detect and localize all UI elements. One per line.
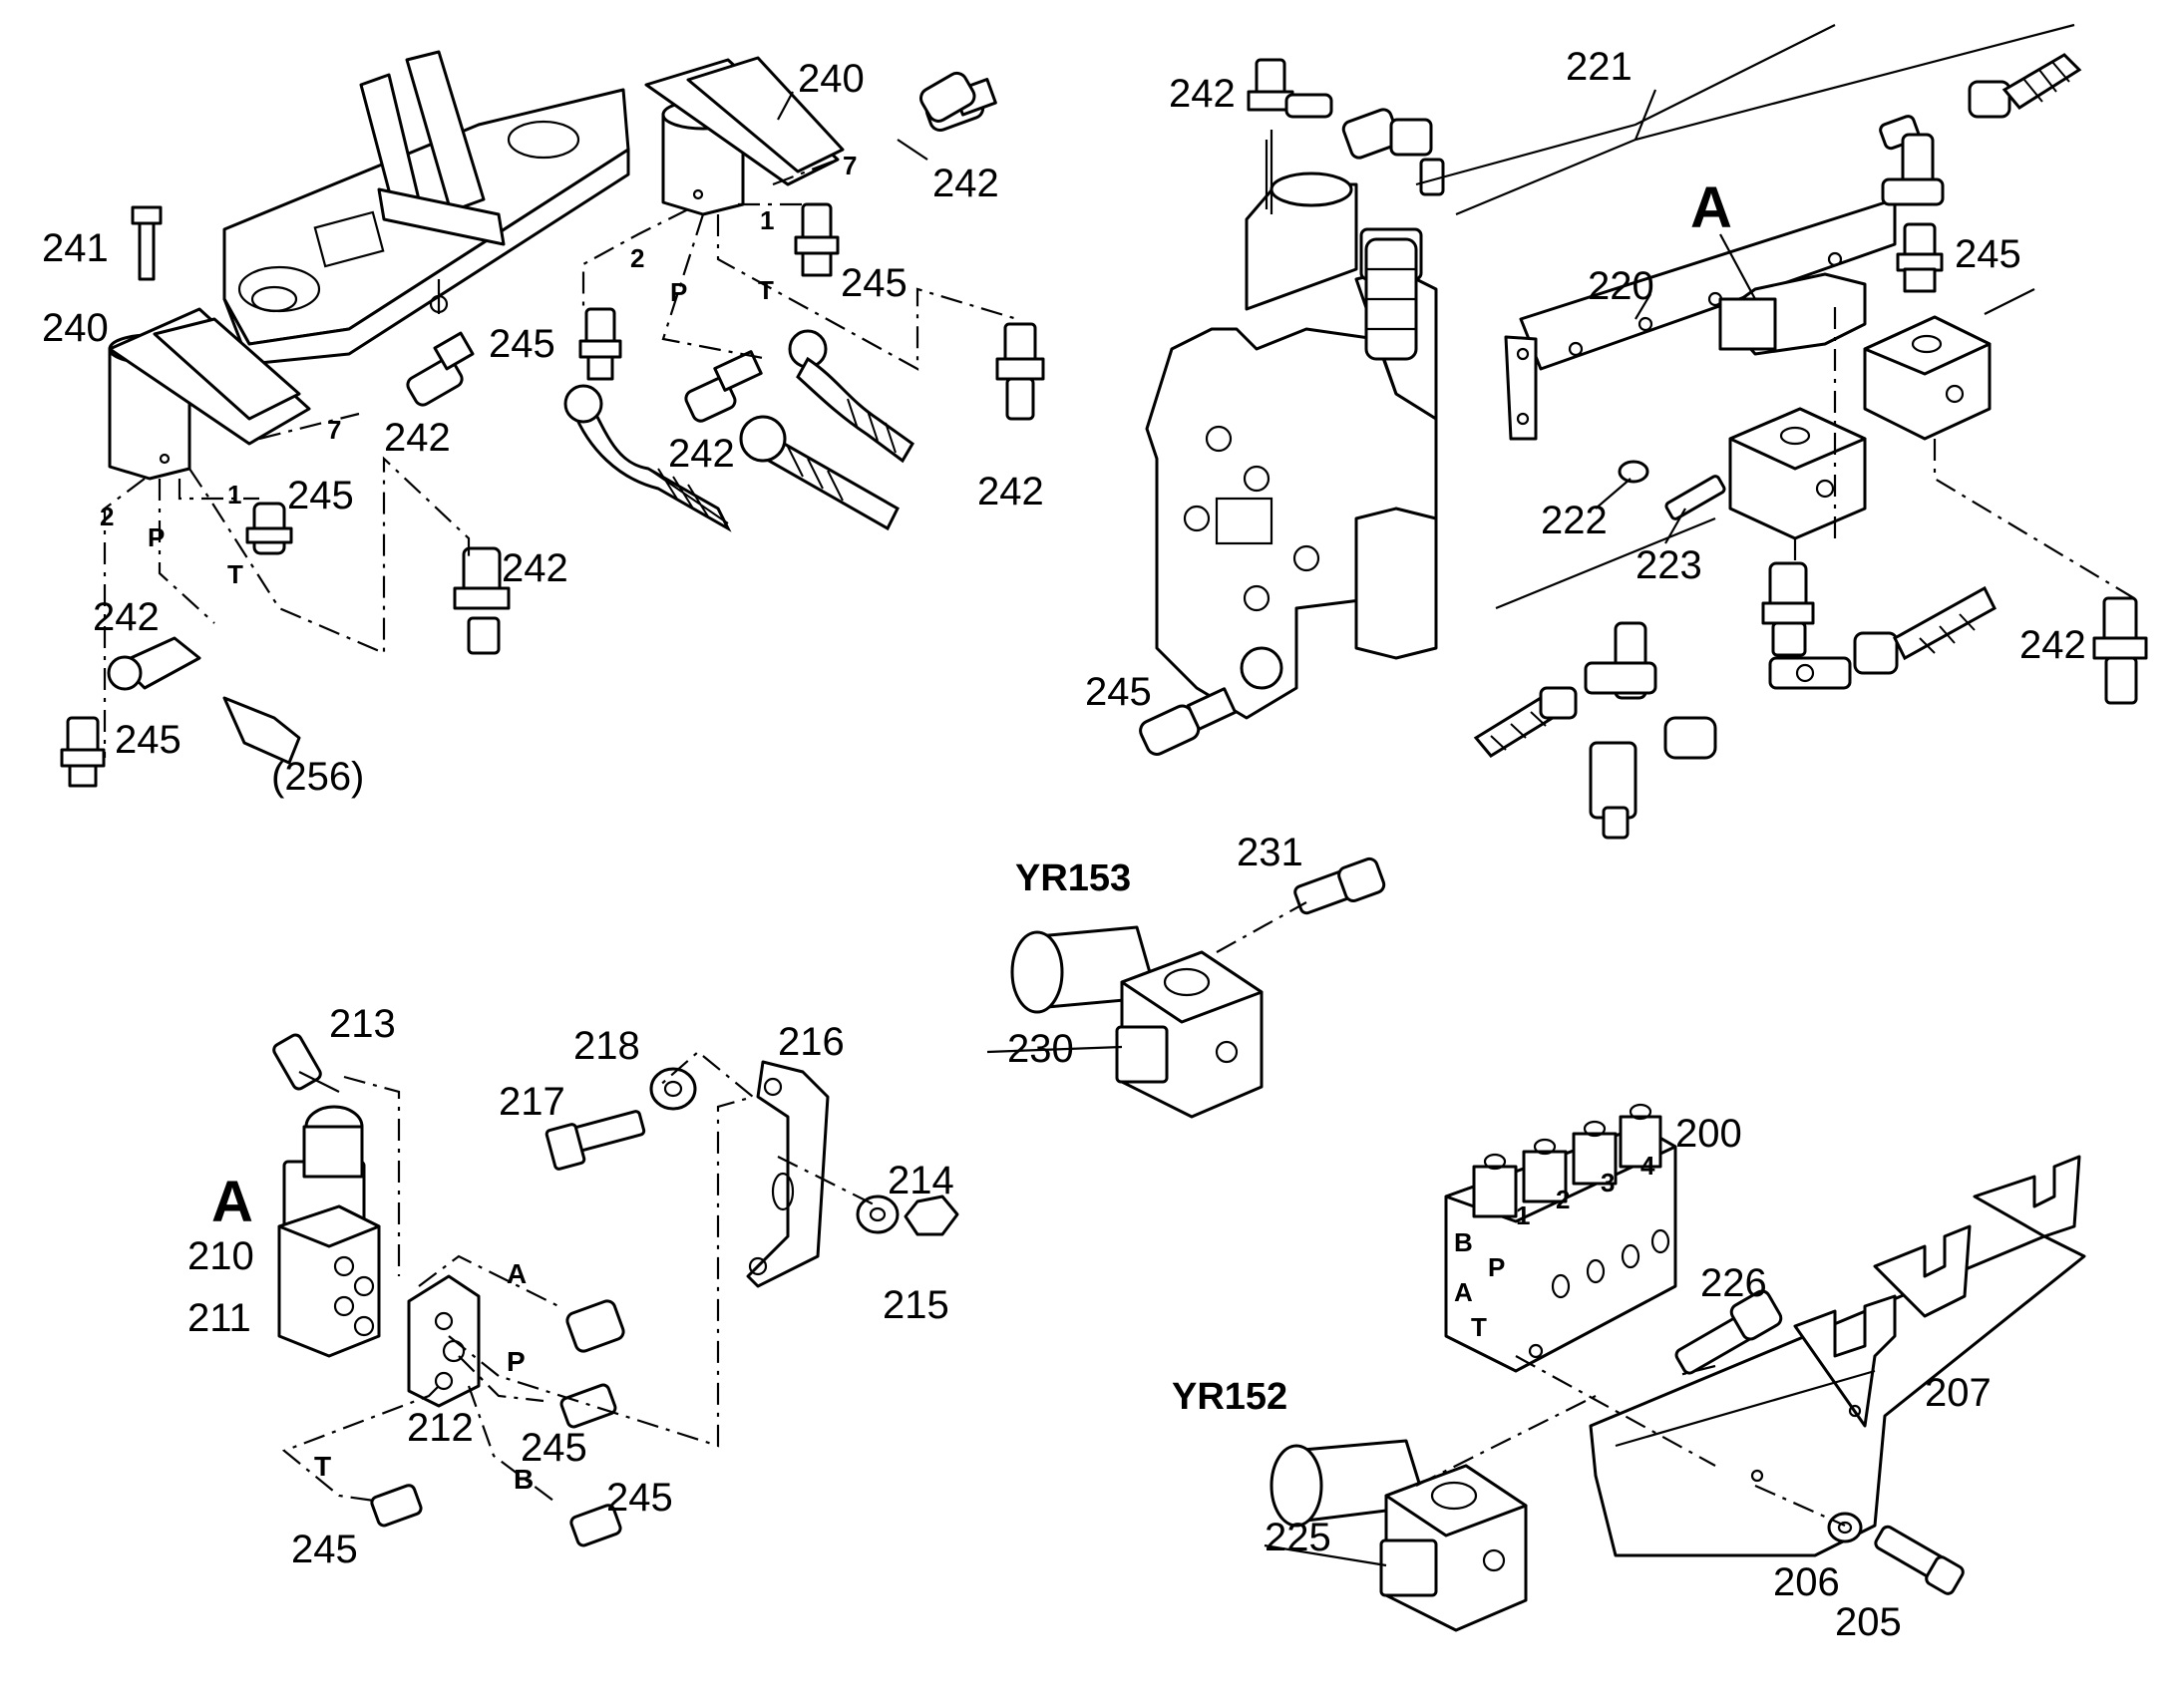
callout-labels: 240 242 241 240 245 242 245 245 242 2 42 …	[42, 45, 2086, 1644]
callout-223: 223	[1635, 543, 1702, 587]
port-label: 2	[100, 502, 114, 531]
callout-256: (256)	[271, 755, 364, 799]
port-labels: 2 1 7 P T 2 1 7 P T A P T B B P A T 1 2 …	[100, 151, 1655, 1495]
solenoid-label-yr152: YR152	[1172, 1376, 1287, 1418]
callout-245: 245	[115, 718, 182, 762]
solenoid-yr152	[1270, 1439, 1528, 1632]
callout-221: 221	[1566, 45, 1633, 89]
reference-labels: A A YR153 YR152	[211, 175, 1732, 1418]
callout-245: 245	[1085, 670, 1152, 714]
blocks-top-right	[1728, 315, 1992, 540]
callout-215: 215	[883, 1283, 949, 1327]
fittings-top-right	[1473, 53, 2148, 840]
callout-242: 242	[977, 470, 1044, 513]
callout-217: 217	[499, 1080, 565, 1124]
port-label: B	[514, 1464, 534, 1495]
callout-242: 242	[384, 416, 451, 460]
callout-242: 242	[502, 546, 568, 590]
callout-212: 212	[407, 1406, 474, 1450]
solenoid-label-yr153: YR153	[1015, 857, 1131, 899]
control-valve-body	[1145, 130, 1438, 720]
port-label: 1	[227, 480, 241, 510]
detail-reference-a: A	[211, 1170, 253, 1234]
callout-241: 241	[42, 226, 109, 270]
callout-245: 245	[291, 1528, 358, 1571]
pilot-valve-top-center	[644, 56, 845, 216]
bracket-216	[746, 1060, 830, 1288]
callout-216: 216	[778, 1020, 845, 1064]
callout-214: 214	[888, 1159, 954, 1202]
callout-206: 206	[1773, 1560, 1840, 1604]
callout-222: 222	[1541, 499, 1608, 542]
port-label: P	[670, 277, 687, 307]
port-label: 1	[760, 205, 774, 235]
port-label: 2	[630, 243, 644, 273]
solenoid-yr153	[1010, 856, 1386, 1119]
callout-245: 245	[287, 474, 354, 517]
callout-245: 245	[521, 1426, 587, 1470]
solenoid-manifold-top	[1504, 197, 1897, 520]
callout-226: 226	[1700, 1261, 1767, 1305]
lines-bottom-left	[281, 1050, 879, 1503]
hardware-bottom-right	[1674, 1289, 1965, 1595]
fittings-top-center	[563, 71, 1045, 532]
manifold-block-200	[1444, 1103, 1677, 1373]
port-label: A	[507, 1258, 527, 1289]
lines-bottom-right	[1415, 1355, 1846, 1528]
callout-205: 205	[1835, 1600, 1902, 1644]
callout-225: 225	[1265, 1516, 1331, 1559]
hardware-bottom-left	[370, 1067, 959, 1547]
callout-240: 240	[798, 57, 865, 101]
callout-240: 240	[42, 306, 109, 350]
fittings-top-left	[60, 205, 511, 788]
callout-218: 218	[573, 1024, 640, 1068]
bracket-207	[1589, 1155, 2086, 1557]
callout-207: 207	[1925, 1371, 1992, 1415]
callout-242: 242	[1169, 72, 1236, 116]
callout-245: 245	[1955, 232, 2021, 276]
subplate-212	[407, 1274, 481, 1408]
callout-210: 210	[187, 1234, 254, 1278]
manifold-port-label: A	[1454, 1277, 1473, 1307]
callout-245: 245	[841, 261, 908, 305]
callout-242: 242	[2019, 623, 2086, 667]
leader-lines	[777, 89, 1756, 1567]
callout-245: 245	[606, 1476, 673, 1520]
callout-220: 220	[1588, 264, 1654, 308]
callout-242: 242	[93, 595, 160, 639]
manifold-port-label: 1	[1516, 1200, 1530, 1230]
port-lines-top-left	[103, 158, 1019, 758]
manifold-port-label: 3	[1601, 1168, 1615, 1197]
control-valve-detail-parts	[1139, 58, 1445, 756]
callout-242: 242	[932, 162, 999, 205]
manifold-port-label: T	[1471, 1312, 1487, 1342]
callout-245: 245	[489, 322, 555, 366]
port-label: T	[758, 275, 774, 305]
callout-231: 231	[1237, 831, 1303, 874]
pilot-valve-left	[108, 307, 311, 481]
port-label: T	[227, 559, 243, 589]
port-label: T	[314, 1451, 331, 1482]
callout-213: 213	[329, 1002, 396, 1046]
port-label: P	[148, 522, 165, 552]
callout-242: 242	[668, 432, 735, 476]
port-label: P	[507, 1346, 526, 1377]
detail-reference-a: A	[1690, 175, 1732, 240]
manifold-port-label: 2	[1556, 1185, 1570, 1214]
callout-200: 200	[1675, 1112, 1742, 1156]
manifold-port-label: P	[1488, 1252, 1505, 1282]
callout-211: 211	[187, 1296, 251, 1340]
manifold-port-label: 4	[1640, 1151, 1655, 1181]
port-label: 7	[843, 151, 857, 180]
port-label: 7	[327, 415, 341, 445]
pedal-plate	[222, 50, 630, 366]
solenoid-valve-a	[272, 1033, 381, 1358]
manifold-port-label: B	[1454, 1227, 1473, 1257]
